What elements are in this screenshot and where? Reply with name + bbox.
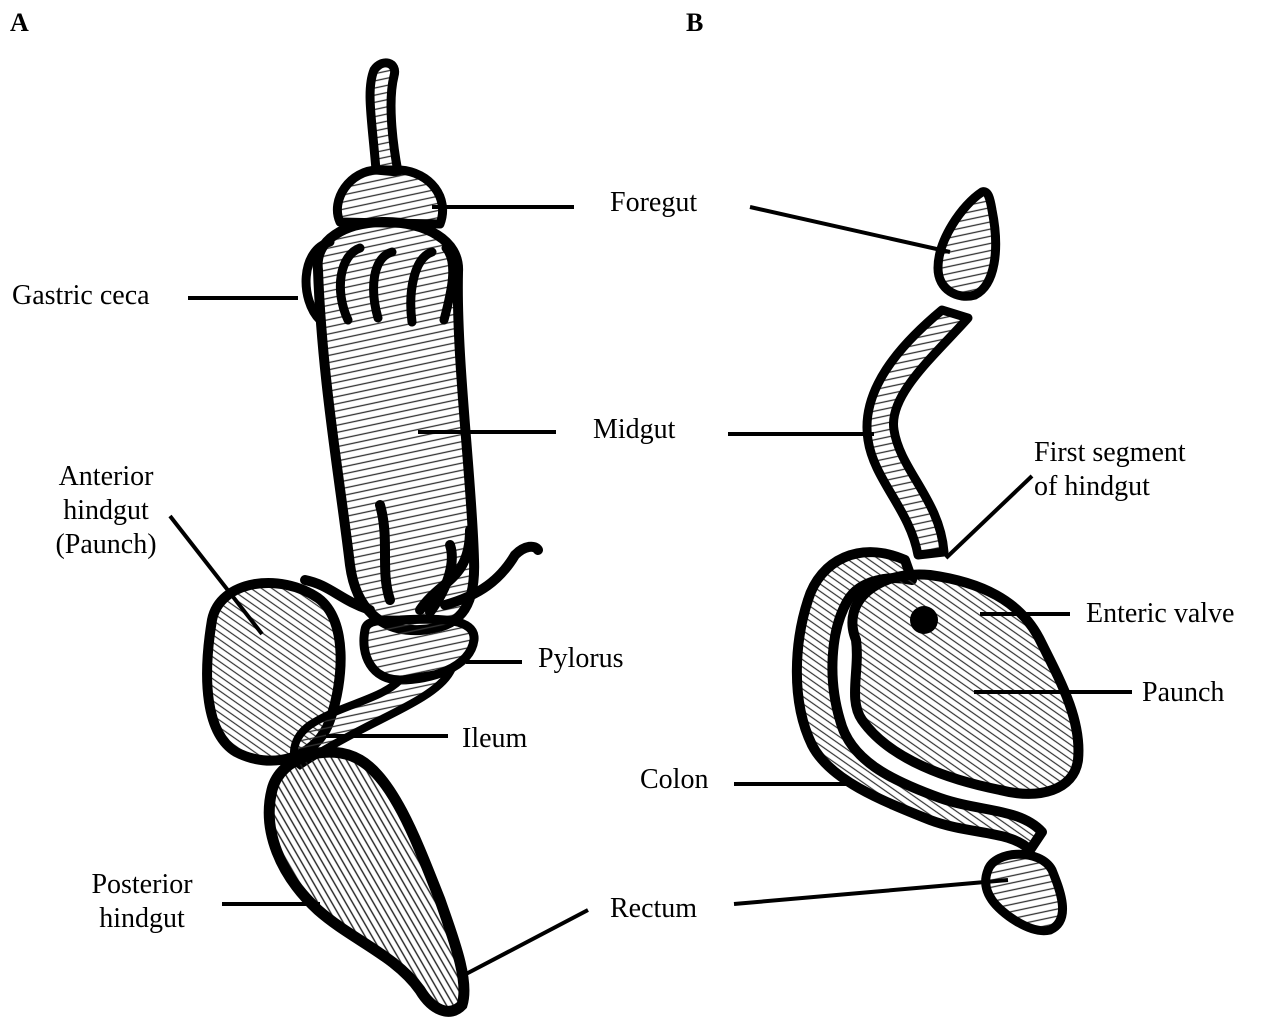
enteric-valve-b [910, 606, 938, 634]
paunch-b [852, 574, 1078, 793]
foregut-tube-a [370, 63, 398, 172]
label-first-segment-line2: of hindgut [1034, 470, 1186, 504]
label-midgut: Midgut [593, 413, 675, 447]
rectum-b [986, 854, 1063, 930]
panel-letter-b: B [686, 10, 703, 36]
label-foregut: Foregut [610, 186, 697, 220]
panel-letter-a: A [10, 10, 29, 36]
label-enteric-valve: Enteric valve [1086, 597, 1234, 631]
label-gastric-ceca: Gastric ceca [12, 279, 150, 313]
label-anterior-hindgut-line1: Anterior [40, 460, 172, 494]
label-posterior-hindgut: Posterior hindgut [74, 868, 210, 936]
panel-b-drawing [797, 192, 1079, 931]
label-anterior-hindgut: Anterior hindgut (Paunch) [40, 460, 172, 562]
label-anterior-hindgut-line2: hindgut [40, 494, 172, 528]
label-ileum: Ileum [462, 722, 527, 756]
label-paunch: Paunch [1142, 676, 1224, 710]
posterior-hindgut-a [269, 752, 464, 1011]
label-rectum: Rectum [610, 892, 697, 926]
foregut-crop-a [337, 170, 442, 224]
label-first-segment-hindgut: First segment of hindgut [1034, 436, 1186, 504]
midgut-b [867, 310, 968, 555]
label-pylorus: Pylorus [538, 642, 624, 676]
pylorus-a [364, 619, 474, 680]
label-anterior-hindgut-line3: (Paunch) [40, 528, 172, 562]
label-posterior-hindgut-line1: Posterior [74, 868, 210, 902]
label-posterior-hindgut-line2: hindgut [74, 902, 210, 936]
label-colon: Colon [640, 763, 708, 797]
foregut-b [938, 192, 996, 297]
label-first-segment-line1: First segment [1034, 436, 1186, 470]
